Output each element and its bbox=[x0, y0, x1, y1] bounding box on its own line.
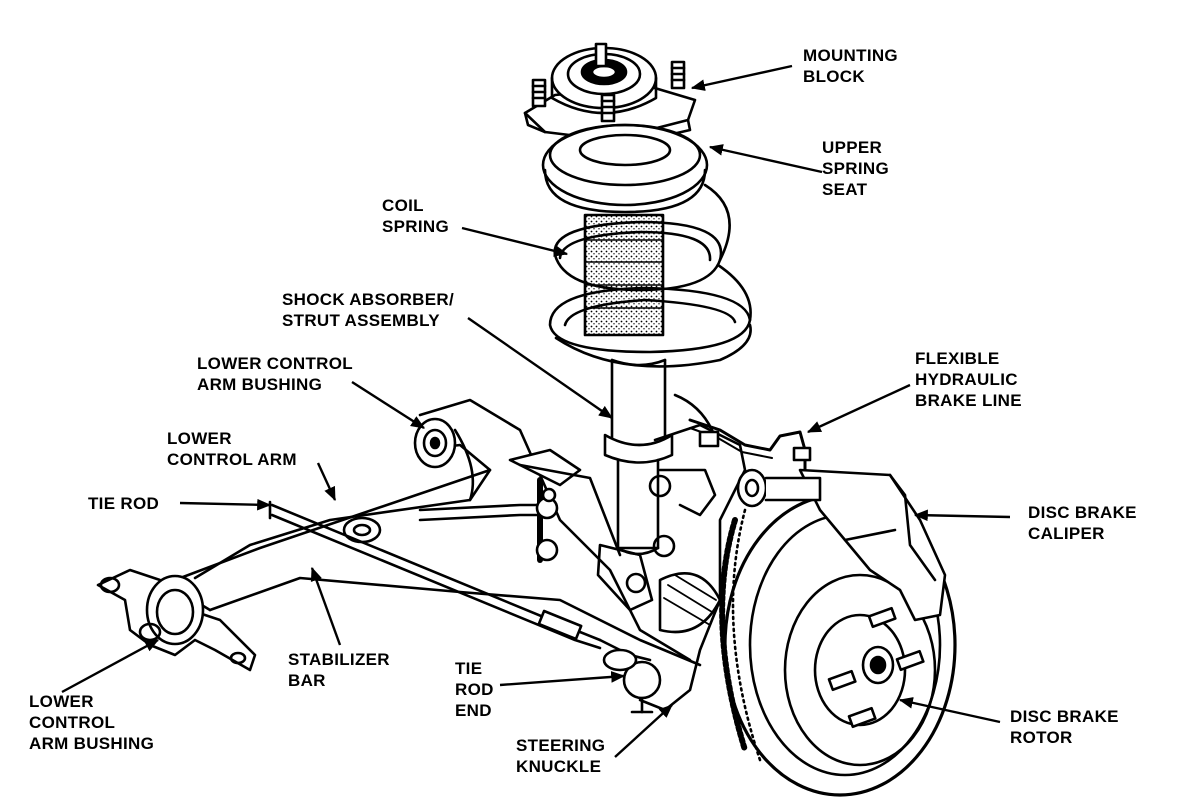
steering-knuckle bbox=[596, 423, 747, 714]
lower-bushing-bracket bbox=[96, 568, 257, 672]
upper-spring-seat bbox=[541, 123, 709, 214]
leader-coil-spring bbox=[461, 226, 569, 257]
shock-absorber bbox=[603, 358, 674, 556]
leader-brake-line bbox=[806, 383, 911, 434]
brake-line bbox=[673, 393, 812, 472]
leader-lcab-bottom bbox=[61, 638, 160, 694]
leader-shock-absorber bbox=[467, 317, 613, 419]
label-tie-rod: TIE ROD bbox=[88, 494, 160, 513]
leader-lcab-top bbox=[351, 380, 425, 430]
stabilizer-bar bbox=[418, 448, 622, 563]
leader-rotor bbox=[898, 697, 1001, 724]
leader-steering-knuckle bbox=[614, 704, 673, 758]
leader-caliper bbox=[913, 509, 1011, 522]
label-shock-absorber: SHOCK ABSORBER/STRUT ASSEMBLY bbox=[282, 290, 454, 330]
tie-rod bbox=[268, 500, 652, 672]
lower-control-arm bbox=[173, 398, 702, 667]
leader-tie-rod-end bbox=[499, 671, 626, 687]
leader-stabilizer bbox=[310, 566, 342, 646]
leader-upper-spring-seat bbox=[708, 144, 823, 174]
coil-spring bbox=[548, 183, 752, 368]
leader-mounting-block bbox=[690, 64, 793, 91]
leader-lower-control-arm bbox=[316, 462, 337, 502]
leader-tie-rod bbox=[179, 498, 272, 511]
brake-caliper bbox=[736, 468, 947, 622]
mounting-block bbox=[523, 42, 697, 150]
